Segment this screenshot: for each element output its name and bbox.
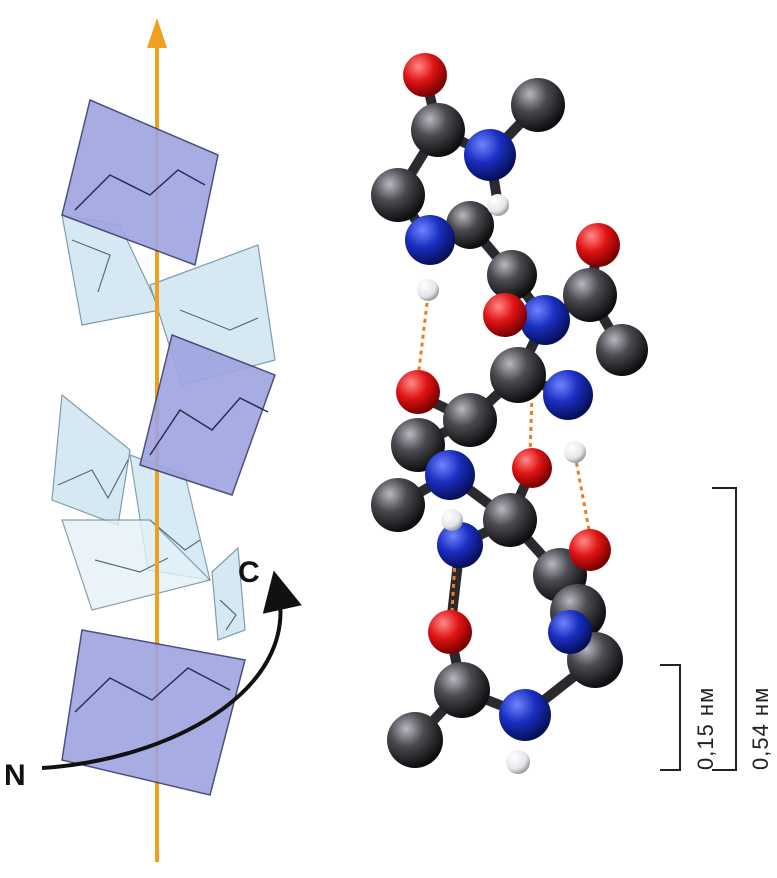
nitrogen-atom <box>543 370 593 420</box>
n-to-c-direction-arrow <box>41 570 302 770</box>
scale-bar-small: 0,15 нм <box>660 664 718 771</box>
carbon-atom <box>511 78 565 132</box>
ball-and-stick-model <box>371 53 648 774</box>
peptide-plane-front-3 <box>61 629 246 796</box>
hydrogen-atom <box>417 279 439 301</box>
nitrogen-atom <box>464 129 516 181</box>
carbon-atom <box>596 324 648 376</box>
hydrogen-atom <box>506 750 530 774</box>
peptide-plane-back-6 <box>211 546 246 641</box>
oxygen-atom <box>576 223 620 267</box>
carbon-atom <box>487 250 537 300</box>
hydrogen-bonds <box>416 294 592 613</box>
oxygen-atom <box>428 610 472 654</box>
oxygen-atom <box>569 529 611 571</box>
carbon-atom <box>411 103 465 157</box>
nitrogen-atom <box>520 295 570 345</box>
hydrogen-atom <box>564 441 586 463</box>
carbon-atom <box>443 393 497 447</box>
carbon-atom <box>371 478 425 532</box>
carbon-atom <box>371 168 425 222</box>
peptide-plane-back-3 <box>51 393 131 526</box>
nitrogen-atom <box>437 522 483 568</box>
hydrogen-atom <box>441 509 463 531</box>
nitrogen-atom <box>499 689 551 741</box>
peptide-plane-front-1 <box>61 98 219 267</box>
nitrogen-atom <box>425 450 475 500</box>
peptide-plane-front-2 <box>139 333 276 496</box>
c-terminus-label: C <box>238 556 260 589</box>
carbon-atom <box>387 712 443 768</box>
carbon-atom <box>490 347 546 403</box>
scale-bar-small-label: 0,15 нм <box>693 687 718 770</box>
scale-bar-large: 0,54 нм <box>712 487 773 771</box>
oxygen-atom <box>403 53 447 97</box>
oxygen-atom <box>396 370 440 414</box>
hydrogen-atom <box>487 194 509 216</box>
atoms <box>371 53 648 774</box>
carbon-atom <box>434 662 490 718</box>
carbon-atom <box>446 201 494 249</box>
n-terminus-label: N <box>4 759 26 792</box>
carbon-atom <box>563 268 617 322</box>
carbon-atom <box>483 493 537 547</box>
nitrogen-atom <box>405 215 455 265</box>
helix-schematic: N C <box>4 18 302 862</box>
oxygen-atom <box>512 448 552 488</box>
nitrogen-atom <box>548 610 592 654</box>
scale-bar-large-label: 0,54 нм <box>748 687 773 770</box>
oxygen-atom <box>483 293 527 337</box>
